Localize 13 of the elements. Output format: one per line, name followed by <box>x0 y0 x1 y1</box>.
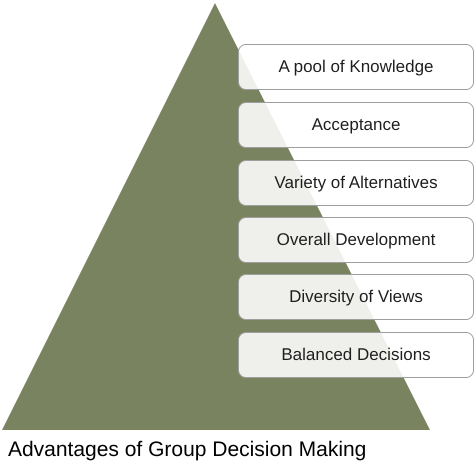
advantage-label: Acceptance <box>312 115 400 135</box>
advantage-label: Balanced Decisions <box>281 345 431 365</box>
advantage-box <box>238 160 474 206</box>
advantage-label: A pool of Knowledge <box>278 57 434 77</box>
advantage-box <box>238 102 474 148</box>
advantage-box <box>238 44 474 90</box>
caption: Advantages of Group Decision Making <box>8 438 366 462</box>
advantage-box <box>238 274 474 320</box>
advantage-box <box>238 217 474 263</box>
advantage-label: Diversity of Views <box>289 287 423 307</box>
advantage-label: Overall Development <box>276 230 436 250</box>
advantage-label: Variety of Alternatives <box>274 173 438 193</box>
advantage-box <box>238 332 474 378</box>
